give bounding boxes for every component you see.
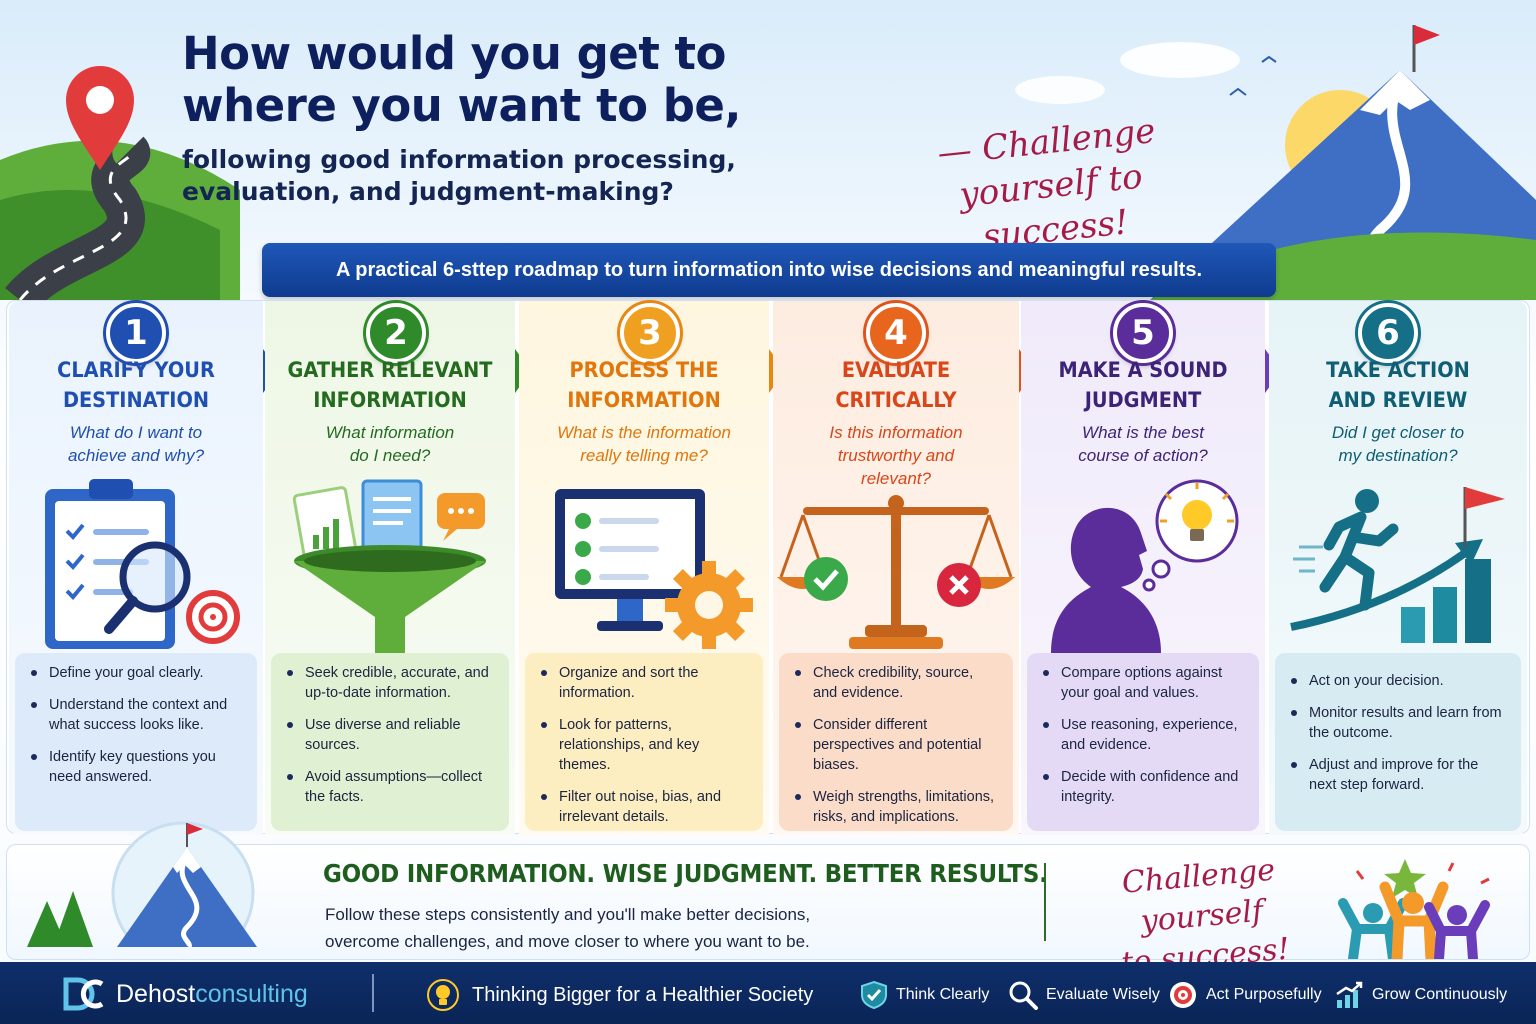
mountain-flag-icon (27, 821, 257, 947)
title-line-2: where you want to be, (182, 79, 742, 132)
step-bullets: Act on your decision. Monitor results an… (1275, 653, 1521, 831)
pill-act-purposefully: Act Purposefully (1168, 980, 1322, 1010)
bullet-item: Look for patterns, relationships, and ke… (541, 715, 751, 775)
shield-check-icon (861, 980, 887, 1010)
celebrating-people-icon (1338, 859, 1490, 959)
dc-logo-icon (63, 977, 104, 1011)
footer-tagline: Thinking Bigger for a Healthier Society (426, 978, 813, 1012)
bullet-item: Check credibility, source, and evidence. (795, 663, 1001, 703)
summary-body: Follow these steps consistently and you'… (325, 905, 811, 951)
bullet-item: Organize and sort the information. (541, 663, 751, 703)
bullet-item: Seek credible, accurate, and up-to-date … (287, 663, 497, 703)
step-bullets: Organize and sort the information. Look … (525, 653, 763, 831)
bullet-item: Decide with confidence and integrity. (1043, 767, 1247, 807)
bullet-item: Filter out noise, bias, and irrelevant d… (541, 787, 751, 827)
clipboard-magnifier-icon (45, 479, 240, 649)
pill-evaluate-wisely: Evaluate Wisely (1008, 980, 1160, 1010)
step-bullets: Check credibility, source, and evidence.… (779, 653, 1013, 831)
divider (372, 974, 374, 1012)
bullet-item: Adjust and improve for the next step for… (1291, 755, 1509, 795)
divider (1044, 863, 1046, 941)
footer-bar: Dehostconsulting Thinking Bigger for a H… (0, 962, 1536, 1024)
step-number-badge: 4 (866, 303, 926, 363)
step-bullets: Define your goal clearly. Understand the… (15, 653, 257, 831)
bullet-item: Monitor results and learn from the outco… (1291, 703, 1509, 743)
balance-scale-icon (777, 495, 1015, 649)
bullet-item: Define your goal clearly. (31, 663, 245, 683)
step-bullets: Seek credible, accurate, and up-to-date … (271, 653, 509, 831)
step-bullets: Compare options against your goal and va… (1027, 653, 1259, 831)
thinking-head-icon (1051, 479, 1239, 653)
bullet-item: Avoid assumptions—collect the facts. (287, 767, 497, 807)
brand-name: Dehostconsulting (116, 979, 308, 1008)
subtitle-line-1: following good information processing, (182, 145, 736, 174)
location-pin-icon (62, 62, 138, 172)
brand-logo[interactable]: Dehostconsulting (62, 976, 308, 1012)
step-number-badge: 6 (1358, 303, 1418, 363)
monitor-gear-icon (555, 489, 753, 649)
lightbulb-icon (427, 979, 459, 1011)
bullet-item: Compare options against your goal and va… (1043, 663, 1247, 703)
runner-growth-icon (1290, 487, 1505, 643)
step-number-badge: 2 (366, 303, 426, 363)
search-icon (1009, 981, 1038, 1010)
bullet-item: Consider different perspectives and pote… (795, 715, 1001, 775)
page-title: How would you get to where you want to b… (182, 28, 882, 208)
title-line-1: How would you get to (182, 27, 726, 80)
step-number-badge: 3 (620, 303, 680, 363)
subtitle-line-2: evaluation, and judgment-making? (182, 177, 674, 206)
bullet-item: Use reasoning, experience, and evidence. (1043, 715, 1247, 755)
target-icon (1170, 982, 1196, 1008)
landscape-background (0, 25, 1536, 310)
summary-panel: GOOD INFORMATION. WISE JUDGMENT. BETTER … (6, 821, 1530, 981)
step-number-badge: 5 (1113, 303, 1173, 363)
bullet-item: Identify key questions you need answered… (31, 747, 245, 787)
bullet-item: Use diverse and reliable sources. (287, 715, 497, 755)
bullet-item: Weigh strengths, limitations, risks, and… (795, 787, 1001, 827)
pill-grow-continuously: Grow Continuously (1334, 980, 1507, 1010)
roadmap-banner: A practical 6-sttep roadmap to turn info… (262, 243, 1276, 297)
pill-think-clearly: Think Clearly (860, 980, 989, 1010)
banner-text: A practical 6-sttep roadmap to turn info… (335, 258, 1203, 281)
growth-chart-icon (1336, 981, 1363, 1008)
step-number-badge: 1 (106, 303, 166, 363)
bullet-item: Act on your decision. (1291, 671, 1509, 691)
bullet-item: Understand the context and what success … (31, 695, 245, 735)
summary-headline: GOOD INFORMATION. WISE JUDGMENT. BETTER … (323, 859, 1048, 888)
funnel-documents-icon (292, 479, 486, 653)
